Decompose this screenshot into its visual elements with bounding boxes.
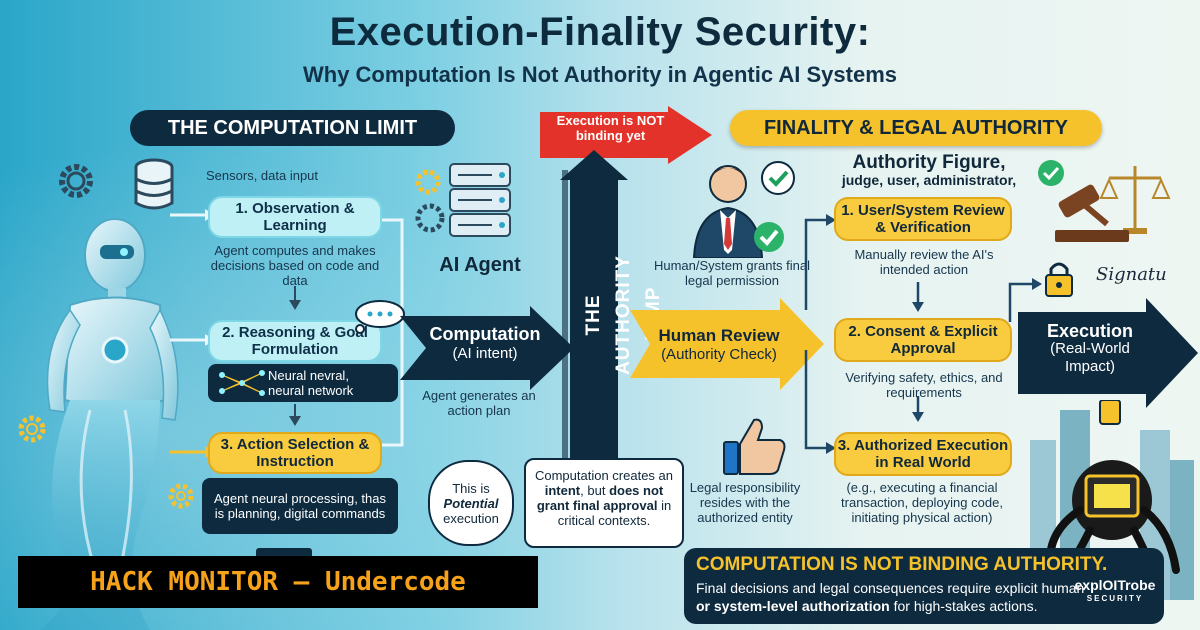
conclusion-box bbox=[684, 548, 1164, 624]
execution-line1: Execution bbox=[1046, 321, 1134, 341]
computation-arrow-line2: (AI intent) bbox=[452, 345, 518, 362]
intent-bold1: intent bbox=[544, 483, 581, 498]
legal-responsibility-label: Legal responsibility resides with the au… bbox=[689, 480, 801, 525]
gavel-scales-icon bbox=[1055, 166, 1171, 242]
authority-person-icon bbox=[692, 165, 764, 258]
conclusion-line2: or system-level authorization for high-s… bbox=[696, 598, 1152, 614]
authority-figure-subtitle: judge, user, administrator, bbox=[841, 172, 1017, 188]
execution-arrow bbox=[1018, 298, 1198, 408]
left-step-observation: 1. Observation & Learning bbox=[208, 196, 382, 238]
potential-line1: This is bbox=[452, 480, 490, 496]
right-step3-description: (e.g., executing a financial transaction… bbox=[841, 480, 1003, 525]
gear-icon bbox=[168, 483, 194, 509]
right-step-review: 1. User/System Review & Verification bbox=[834, 197, 1012, 241]
human-review-line1: Human Review bbox=[658, 326, 780, 345]
execution-arrow-label: Execution (Real-World Impact) bbox=[1026, 322, 1154, 376]
logo-subtext: SECURITY bbox=[1086, 594, 1144, 603]
thought-bubble-icon bbox=[355, 300, 405, 334]
page-subtitle: Why Computation Is Not Authority in Agen… bbox=[302, 62, 898, 87]
not-binding-arrow bbox=[540, 106, 712, 164]
human-review-label: Human Review (Authority Check) bbox=[644, 326, 794, 364]
page-title: Execution-Finality Security: bbox=[329, 10, 871, 54]
computation-arrow-line1: Computation bbox=[429, 324, 541, 344]
intent-bold2: does not grant final approval bbox=[536, 483, 664, 513]
gear-icon bbox=[59, 164, 93, 198]
left-step1-description: Agent computes and makes decisions based… bbox=[210, 243, 380, 288]
authority-figure-title: Authority Figure, bbox=[852, 152, 1006, 173]
hack-monitor-watermark: HACK MONITOR – Undercode bbox=[18, 556, 538, 608]
left-flow-connectors bbox=[170, 209, 404, 458]
checkmark-icon bbox=[1038, 160, 1064, 186]
gear-icon bbox=[18, 415, 46, 443]
server-icon bbox=[415, 163, 511, 237]
neural-network-label: Neural nevral, neural network bbox=[268, 368, 354, 398]
intent-box: Computation creates an intent, but does … bbox=[524, 458, 684, 548]
right-step-consent: 2. Consent & Explicit Approval bbox=[834, 318, 1012, 362]
computation-arrow bbox=[400, 306, 574, 390]
computation-arrow-label: Computation (AI intent) bbox=[420, 324, 550, 364]
checkmark-icon bbox=[754, 222, 784, 252]
authority-jump-label: THE AUTHORITY JUMP bbox=[583, 255, 664, 375]
human-review-arrow bbox=[630, 298, 824, 390]
right-step2-description: Verifying safety, ethics, and requiremen… bbox=[845, 370, 1003, 400]
thumbs-up-icon bbox=[723, 418, 786, 475]
database-icon bbox=[134, 158, 174, 210]
lock-connector bbox=[1008, 278, 1042, 322]
execution-line2: (Real-World bbox=[1050, 340, 1130, 357]
checkmark-icon bbox=[761, 161, 795, 195]
neural-network-icon bbox=[219, 370, 265, 396]
sensors-label: Sensors, data input bbox=[206, 168, 319, 183]
right-step-authorized-execution: 3. Authorized Execution in Real World bbox=[834, 432, 1012, 476]
computation-limit-label: THE COMPUTATION LIMIT bbox=[130, 110, 455, 146]
conclusion-line2-rest: for high-stakes actions. bbox=[889, 598, 1038, 614]
intent-part1: Computation creates an bbox=[534, 468, 674, 483]
left-step-action-selection: 3. Action Selection & Instruction bbox=[208, 432, 382, 474]
intent-part2: , but bbox=[580, 483, 610, 498]
ai-agent-label: AI Agent bbox=[439, 254, 521, 276]
human-review-line2: (Authority Check) bbox=[661, 346, 777, 363]
potential-line3: execution bbox=[443, 510, 499, 526]
intent-part3: in critical contexts. bbox=[557, 498, 672, 528]
not-binding-text: Execution is NOT binding yet bbox=[556, 113, 665, 143]
action-plan-label: Agent generates an action plan bbox=[422, 388, 536, 418]
left-step3-description: Agent neural processing, thas is plannin… bbox=[202, 478, 398, 534]
potential-line2: Potential bbox=[443, 495, 499, 511]
logo-text: explOITrobe bbox=[1074, 577, 1156, 593]
lock-icon bbox=[1045, 262, 1073, 297]
signature-text: Signatu bbox=[1096, 264, 1167, 285]
left-step-reasoning: 2. Reasoning & Goal Formulation bbox=[208, 320, 382, 362]
execution-line3: Impact) bbox=[1064, 358, 1115, 375]
conclusion-title: COMPUTATION IS NOT BINDING AUTHORITY. bbox=[696, 554, 1108, 575]
right-step1-description: Manually review the AI's intended action bbox=[854, 247, 994, 277]
authority-pillar bbox=[560, 150, 628, 480]
grant-permission-label: Human/System grants final legal permissi… bbox=[653, 258, 811, 288]
exploitrobe-logo: explOITrobe SECURITY bbox=[1050, 578, 1180, 606]
finality-authority-label: FINALITY & LEGAL AUTHORITY bbox=[730, 110, 1102, 146]
potential-execution-bubble: This is Potential execution bbox=[428, 460, 514, 546]
right-flow-connectors bbox=[804, 214, 924, 454]
conclusion-line1: Final decisions and legal consequences r… bbox=[696, 580, 1085, 596]
conclusion-line2-bold: or system-level authorization bbox=[696, 598, 890, 614]
